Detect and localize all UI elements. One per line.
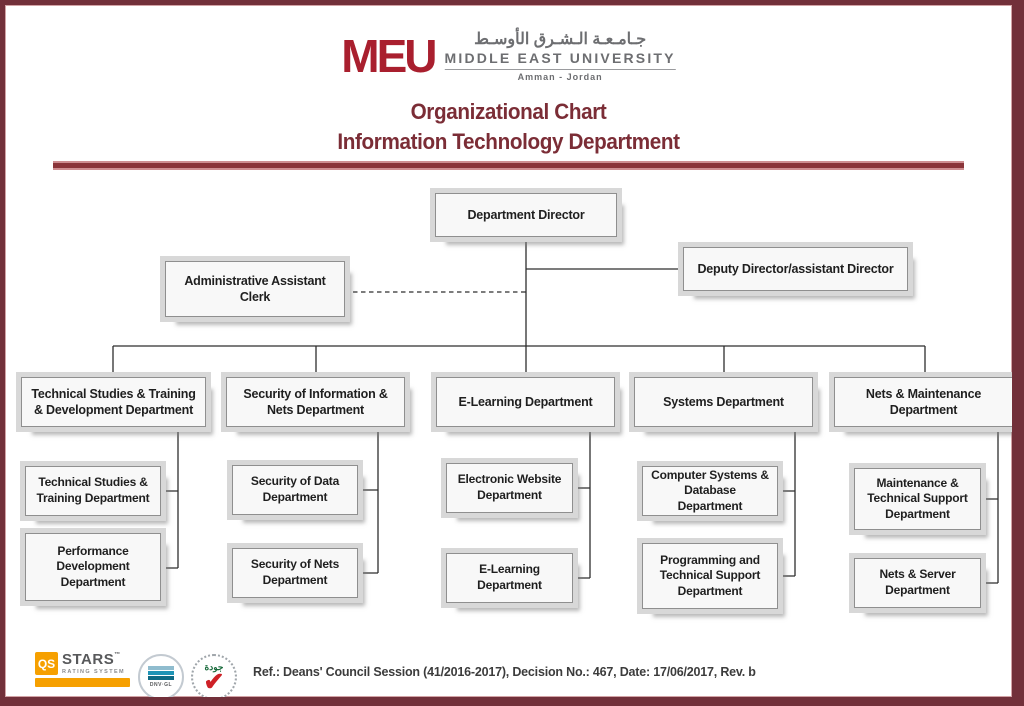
node-department-director: Department Director [435, 193, 617, 237]
node-security-information-nets: Security of Information & Nets Departmen… [226, 377, 405, 427]
quality-check-icon: ✔ [203, 667, 225, 696]
university-name-arabic: جـامـعـة الـشـرق الأوسـط [474, 31, 647, 48]
node-maintenance-technical-support: Maintenance & Technical Support Departme… [854, 468, 981, 530]
qs-year-bar [35, 678, 130, 687]
node-electronic-website: Electronic Website Department [446, 463, 573, 513]
dnv-gl-stripes-icon [148, 666, 174, 680]
node-nets-server: Nets & Server Department [854, 558, 981, 608]
dnv-gl-certification-logo: DNV·GL [138, 654, 184, 697]
qs-trademark: ™ [114, 652, 121, 658]
meu-logo: MEU جـامـعـة الـشـرق الأوسـط MIDDLE EAST… [341, 29, 676, 82]
node-security-of-nets: Security of Nets Department [232, 548, 358, 598]
qs-stars-name: STARS [62, 651, 115, 668]
node-security-of-data: Security of Data Department [232, 465, 358, 515]
qs-rating-system-label: RATING SYSTEM [62, 669, 126, 675]
node-computer-systems-database: Computer Systems & Database Department [642, 466, 778, 516]
node-e-learning-department: E-Learning Department [436, 377, 615, 427]
node-performance-development: Performance Development Department [25, 533, 161, 601]
dnv-gl-name: DNV·GL [149, 682, 173, 688]
logo-divider [444, 69, 676, 70]
university-location: Amman - Jordan [517, 72, 603, 82]
page-title-line1: Organizational Chart [410, 99, 607, 124]
page-title: Organizational Chart Information Technol… [35, 97, 982, 156]
node-technical-studies-training: Technical Studies & Training Department [25, 466, 161, 516]
meu-logo-acronym: MEU [341, 29, 437, 82]
node-deputy-director: Deputy Director/assistant Director [683, 247, 908, 291]
node-systems-department: Systems Department [634, 377, 813, 427]
page-title-line2: Information Technology Department [337, 128, 680, 154]
qs-logo-square: QS [35, 652, 58, 675]
node-technical-studies-training-development: Technical Studies & Training & Developme… [21, 377, 206, 427]
qs-stars-logo: QS STARS™ RATING SYSTEM [35, 652, 130, 687]
quality-arabic-label: جودة [204, 661, 224, 672]
node-e-learning-sub: E-Learning Department [446, 553, 573, 603]
node-nets-maintenance-department: Nets & Maintenance Department [834, 377, 1012, 427]
university-name-english: MIDDLE EAST UNIVERSITY [444, 50, 676, 66]
quality-mark-logo: جودة ✔ [191, 654, 237, 697]
qs-stars-wordmark: STARS™ [62, 652, 125, 667]
node-programming-technical-support: Programming and Technical Support Depart… [642, 543, 778, 609]
node-administrative-assistant-clerk: Administrative Assistant Clerk [165, 261, 345, 317]
reference-note: Ref.: Deans' Council Session (41/2016-20… [253, 665, 756, 679]
meu-logo-text: جـامـعـة الـشـرق الأوسـط MIDDLE EAST UNI… [444, 29, 676, 82]
title-divider-rule [53, 161, 964, 170]
